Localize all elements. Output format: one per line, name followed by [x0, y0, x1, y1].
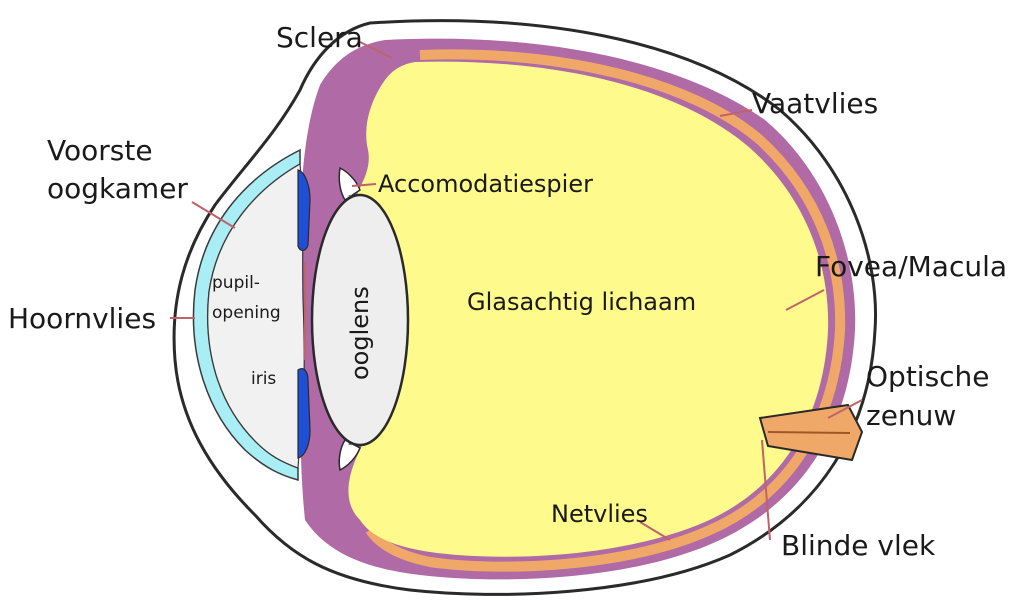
label-optische-line1: Optische	[866, 360, 990, 393]
label-pupil-line1: pupil-	[212, 273, 260, 293]
label-pupil-line2: opening	[212, 303, 281, 323]
label-vaatvlies: Vaatvlies	[752, 87, 878, 120]
label-fovea-macula: Fovea/Macula	[815, 250, 1007, 283]
optic-nerve-inner	[768, 432, 850, 433]
label-accomodatiespier: Accomodatiespier	[378, 170, 593, 198]
label-iris: iris	[251, 369, 276, 389]
label-sclera: Sclera	[276, 21, 363, 54]
label-glasachtig-lichaam: Glasachtig lichaam	[467, 288, 696, 316]
label-netvlies: Netvlies	[551, 500, 648, 528]
label-voorste-line2: oogkamer	[47, 172, 188, 205]
label-hoornvlies: Hoornvlies	[8, 302, 156, 335]
label-voorste-line1: Voorste	[47, 134, 153, 167]
label-blinde-vlek: Blinde vlek	[781, 529, 936, 562]
iris-lower	[298, 369, 310, 458]
label-optische-line2: zenuw	[866, 399, 956, 432]
label-ooglens: ooglens	[346, 286, 374, 380]
